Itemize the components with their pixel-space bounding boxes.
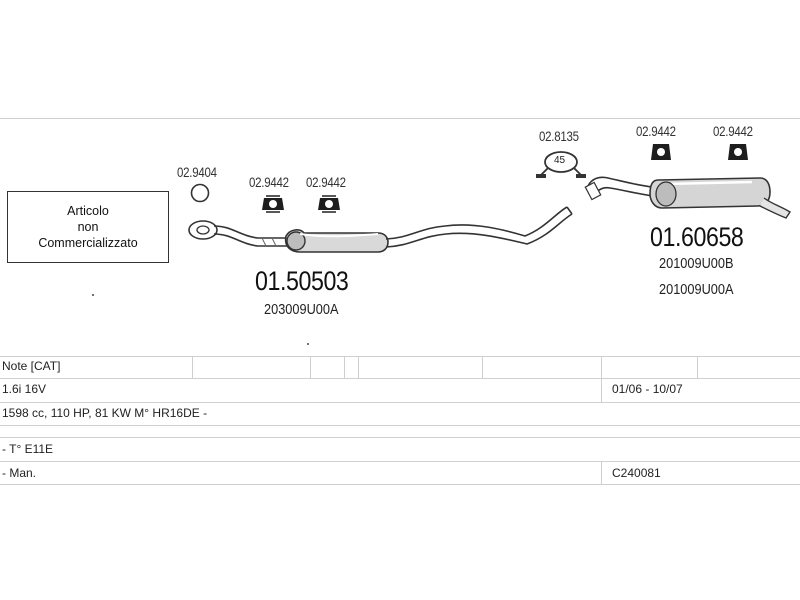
dot-mark <box>92 294 94 296</box>
part-code-gasket: 02.9404 <box>177 164 217 180</box>
table-divider <box>601 461 602 484</box>
clamp-icon <box>318 195 340 213</box>
table-line <box>0 484 800 485</box>
part-code-clamp-rear-2: 02.9442 <box>713 123 753 139</box>
front-muffler-code: 01.50503 <box>255 266 349 296</box>
engine-model: 1.6i 16V <box>2 382 47 396</box>
rear-muffler <box>584 176 791 219</box>
table-line <box>0 437 800 438</box>
table-line <box>0 378 800 379</box>
table-line <box>0 356 800 357</box>
production-dates: 01/06 - 10/07 <box>612 382 683 396</box>
note-line-1: Articolo <box>67 204 109 218</box>
table-divider <box>310 356 311 378</box>
vehicle-type: - T° E11E <box>2 442 54 456</box>
gasket-icon <box>190 183 210 203</box>
table-divider <box>601 356 602 402</box>
table-divider <box>697 356 698 378</box>
not-commercialized-box: Articolo non Commercializzato <box>7 191 169 263</box>
gearbox-type: - Man. <box>2 466 37 480</box>
clamp-badge: 45 <box>554 155 566 166</box>
clamp-icon <box>651 144 671 160</box>
band-clamp-icon <box>536 151 586 178</box>
front-pipe-muffler <box>188 206 573 253</box>
clamp-icon <box>262 195 284 213</box>
table-line <box>0 461 800 462</box>
part-code-clamp-front-1: 02.9442 <box>249 174 289 190</box>
front-muffler-oem: 203009U00A <box>264 302 339 318</box>
rear-muffler-code: 01.60658 <box>650 222 744 252</box>
engine-specs: 1598 cc, 110 HP, 81 KW M° HR16DE - <box>2 406 208 420</box>
table-divider <box>192 356 193 378</box>
clamp-icon <box>728 144 748 160</box>
kit-code: C240081 <box>612 466 661 480</box>
note-line-3: Commercializzato <box>38 236 138 250</box>
table-line <box>0 425 800 426</box>
table-line <box>0 402 800 403</box>
part-code-clamp-rear-1: 02.9442 <box>636 123 676 139</box>
table-divider <box>358 356 359 378</box>
rear-muffler-oem-1: 201009U00B <box>659 256 734 272</box>
top-border-line <box>0 118 800 119</box>
part-code-clamp-front-2: 02.9442 <box>306 174 346 190</box>
table-header-note: Note [CAT] <box>2 359 61 373</box>
exhaust-diagram <box>92 144 791 345</box>
table-divider <box>344 356 345 378</box>
table-divider <box>482 356 483 378</box>
note-line-2: non <box>77 220 99 234</box>
part-code-clamp-top: 02.8135 <box>539 128 579 144</box>
dot-mark <box>307 343 309 345</box>
rear-muffler-oem-2: 201009U00A <box>659 282 734 298</box>
